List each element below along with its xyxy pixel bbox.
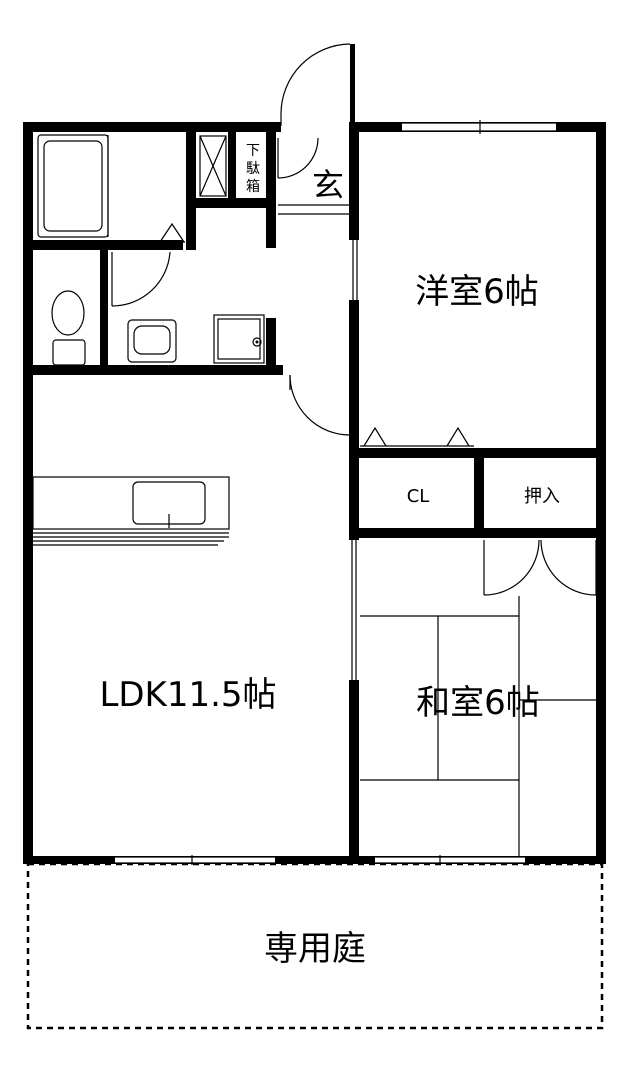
shoe-box-label-2: 駄	[246, 161, 260, 177]
genkan: 玄	[277, 137, 352, 215]
shoe-box: 下 駄 箱	[246, 122, 276, 208]
south-windows	[115, 855, 525, 865]
genkan-label: 玄	[312, 166, 344, 204]
north-window	[402, 120, 556, 134]
entrance-door	[280, 43, 355, 126]
toilet-room	[23, 250, 283, 375]
bath-area	[23, 122, 196, 250]
shoe-box-label-1: 下	[246, 143, 260, 159]
japanese-room-label: 和室6帖	[416, 683, 540, 723]
oshiire-label: 押入	[524, 486, 560, 507]
closet-label: CL	[407, 486, 430, 507]
storage-x	[196, 122, 276, 208]
western-room: 洋室6帖	[289, 122, 539, 540]
ldk: LDK11.5帖	[32, 476, 277, 715]
storage-row: CL 押入	[349, 426, 606, 596]
garden-label: 専用庭	[264, 929, 366, 969]
western-room-label: 洋室6帖	[415, 272, 539, 312]
ldk-label: LDK11.5帖	[99, 675, 276, 715]
hall-walls	[186, 208, 276, 368]
shoe-box-label-3: 箱	[246, 179, 260, 195]
japanese-room: 和室6帖	[349, 540, 596, 864]
